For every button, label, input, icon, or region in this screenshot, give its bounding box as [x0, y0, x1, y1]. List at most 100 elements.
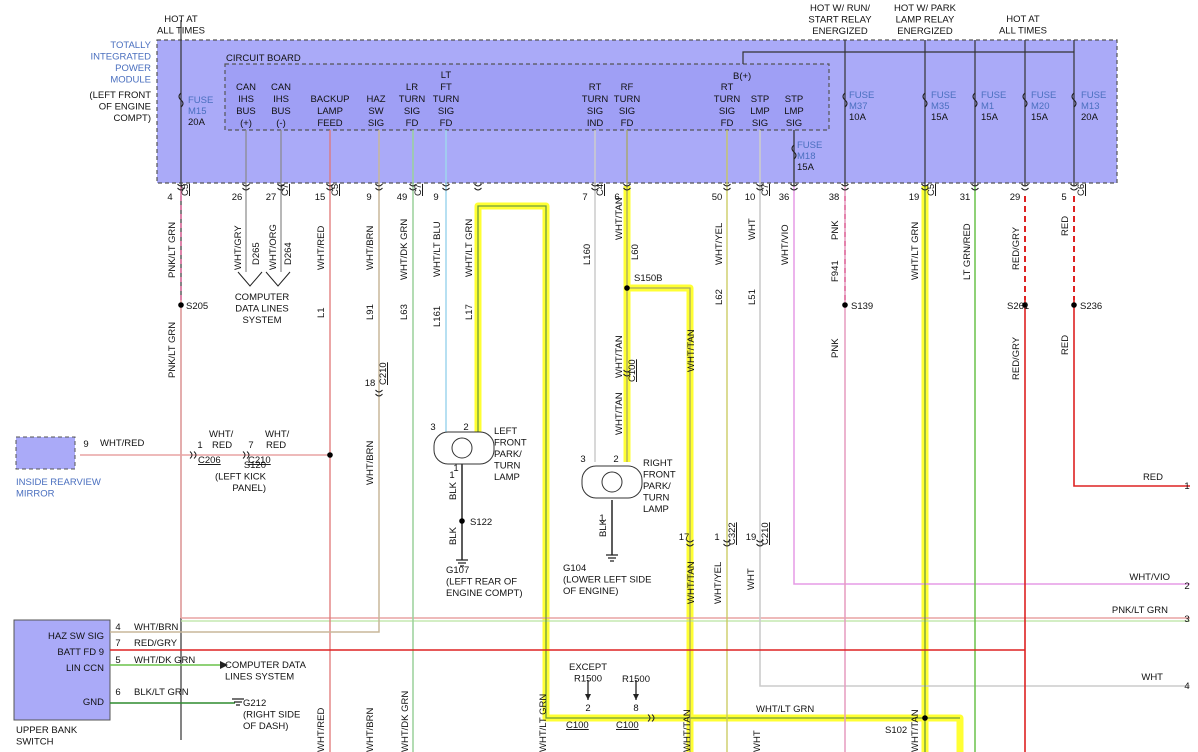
board-pin-label: IHS: [238, 94, 254, 105]
board-pin-label: RF: [621, 82, 634, 93]
right-front-lamp-body: [581, 465, 643, 499]
board-pin-label: (-): [276, 118, 286, 129]
fuse-symbol: [178, 92, 184, 108]
wire-color-label: WHT/LT GRN: [910, 222, 921, 280]
fuse-label: FUSE: [931, 90, 956, 101]
board-pin-label: SIG: [368, 118, 384, 129]
pin-number: 31: [960, 192, 971, 203]
layer-wires: [80, 20, 1190, 752]
fuse-label: M37: [849, 101, 867, 112]
data-lines-label: SYSTEM: [242, 315, 281, 326]
board-pin-label: STP: [751, 94, 769, 105]
wire-color-label: WHT/BRN: [365, 708, 376, 752]
pin-number: 9: [83, 439, 88, 450]
connector-id: C210: [378, 362, 389, 385]
circuit-board-box: [224, 63, 830, 131]
ground-label: (LOWER LEFT SIDE: [563, 575, 652, 586]
board-pin-label: IND: [587, 118, 604, 129]
data-lines-label: COMPUTER DATA: [225, 660, 307, 671]
wire-color-label: PNK/LT GRN: [167, 222, 178, 278]
connector-symbol: [623, 369, 631, 377]
lamp-label: TURN: [643, 493, 670, 504]
data-lines-label: LINES SYSTEM: [225, 672, 294, 683]
connector-symbol: [723, 183, 731, 191]
splice-dot: [624, 285, 630, 291]
board-pin-label: (+): [240, 118, 252, 129]
wire-color-label: WHT/RED: [100, 438, 144, 449]
pin-number: 1: [599, 513, 604, 524]
fuse-label: M13: [1081, 101, 1099, 112]
wire-color-label: WHT/RED: [316, 708, 327, 752]
left-front-lamp-bulb: [451, 437, 473, 459]
board-pin-label: HAZ: [367, 94, 386, 105]
wire-color-label: L160: [582, 244, 593, 265]
ground-label: OF ENGINE): [563, 586, 618, 597]
pin-number: 8: [633, 703, 638, 714]
fuse-label: M1: [981, 101, 994, 112]
splice-id: S150B: [634, 273, 663, 284]
pin-number: 4: [1184, 681, 1189, 692]
connector-symbol: [442, 183, 450, 191]
pin-number: 9: [366, 192, 371, 203]
wire-color-label: WHT: [746, 568, 757, 590]
mirror-label: MIRROR: [16, 489, 55, 500]
connector-symbol: [756, 539, 764, 547]
board-pin-label: SIG: [719, 106, 735, 117]
wire-color-label: PNK: [830, 220, 841, 240]
mirror-label: INSIDE REARVIEW: [16, 477, 101, 488]
splice-s120: S120: [244, 460, 266, 471]
splice-dot: [922, 715, 928, 721]
hot-label: HOT W/ PARK: [894, 3, 957, 14]
fuse-amps: 15A: [797, 162, 815, 173]
board-pin-label: RT: [721, 82, 734, 93]
pin-number: 17: [679, 532, 690, 543]
board-pin-label: IHS: [273, 94, 289, 105]
pin-number: 10: [745, 192, 756, 203]
pin-number: 2: [585, 703, 590, 714]
wire-color-label: WHT/DK GRN: [134, 655, 195, 666]
connector-symbol: [189, 451, 197, 459]
connector-symbol: [971, 183, 979, 191]
pin-number: 5: [1061, 192, 1066, 203]
fuse-symbol: [791, 144, 797, 160]
switch-name: SWITCH: [16, 737, 54, 748]
r1500-label: R1500: [622, 674, 650, 685]
connector-id: C100: [627, 359, 638, 382]
fuse-symbol: [972, 92, 978, 108]
pin-number: 1: [453, 463, 458, 474]
circuit-id: D264: [283, 242, 294, 265]
wire-wht-vio-2: [793, 186, 1190, 585]
circuit-board-label: CIRCUIT BOARD: [226, 53, 301, 64]
connector-id: C7: [280, 184, 291, 196]
splice-dot: [1022, 302, 1028, 308]
pin-number: 18: [365, 378, 376, 389]
wire-color-label: WHT/VIO: [1129, 572, 1170, 583]
splice-dot: [178, 302, 184, 308]
connector-id: C100: [566, 720, 589, 731]
pin-number: 1: [714, 532, 719, 543]
fuse-amps: 15A: [931, 112, 949, 123]
arrow: [220, 661, 228, 669]
r1500-label: R1500: [574, 674, 602, 685]
connector-symbol: [242, 451, 250, 459]
hot-label: HOT AT: [164, 14, 198, 25]
hot-label: ALL TIMES: [999, 26, 1047, 37]
splice-id: S122: [470, 517, 492, 528]
splice-id: S139: [851, 301, 873, 312]
tipm-name: INTEGRATED: [90, 52, 151, 63]
wire-color-label: WHT: [1141, 672, 1163, 683]
connector-symbol: [375, 183, 383, 191]
switch-pin-label: BATT FD 9: [57, 647, 104, 658]
wire-color-label: WHT/TAN: [614, 197, 625, 240]
hot-label: ENERGIZED: [812, 26, 868, 37]
wire-color-label: WHT/YEL: [714, 223, 725, 265]
wire-color-label: WHT/TAN: [682, 709, 693, 752]
connector-symbol: [1021, 183, 1029, 191]
pin-number: 19: [909, 192, 920, 203]
board-pin-label: FEED: [317, 118, 342, 129]
board-pin-label: FD: [406, 118, 419, 129]
pin-number: 9: [433, 192, 438, 203]
wire-wht-4: [759, 130, 1190, 687]
connector-symbol: [1070, 183, 1078, 191]
wire-color-label: RED: [1060, 216, 1071, 236]
